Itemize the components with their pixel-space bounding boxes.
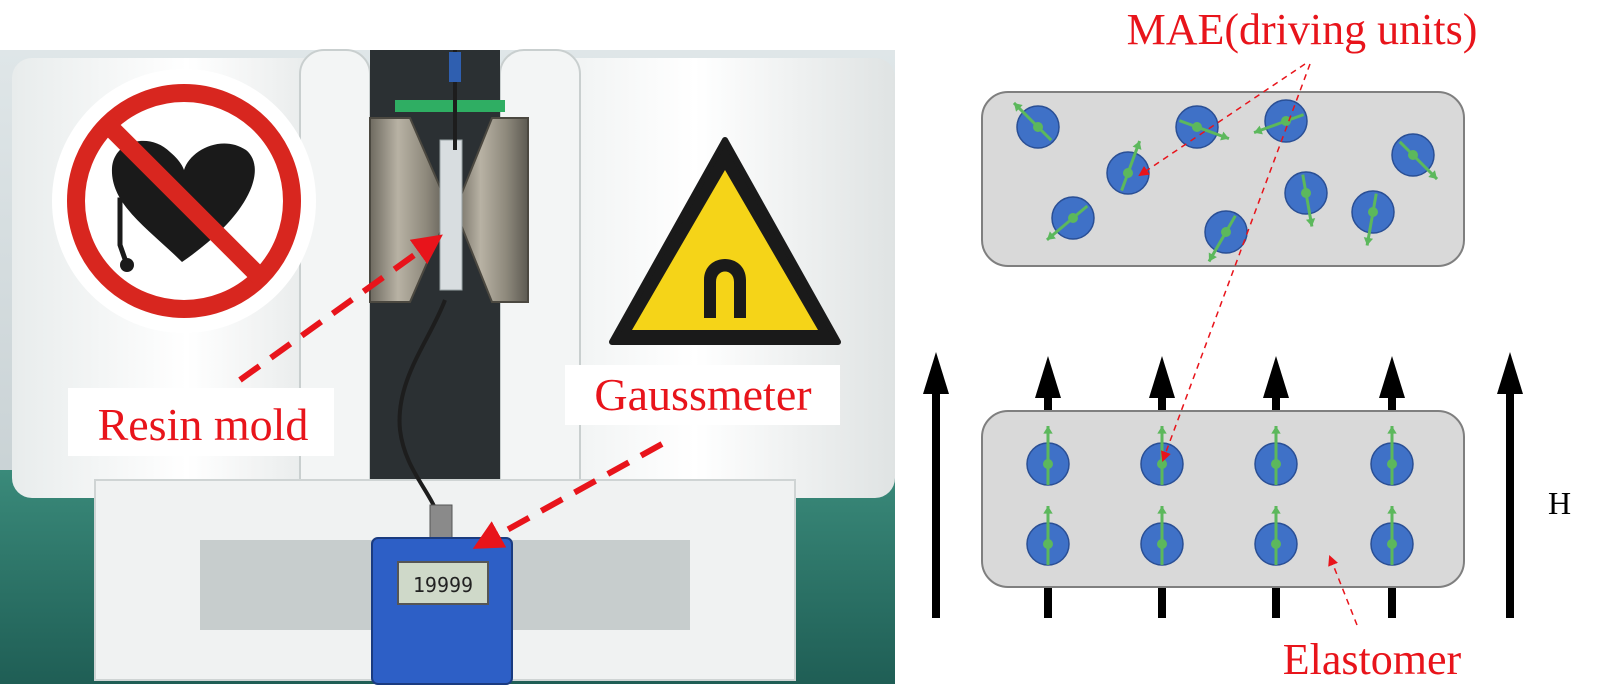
warning-triangle-inner <box>632 170 818 330</box>
magnet-icon <box>704 259 746 318</box>
mae-particle <box>1026 506 1070 566</box>
gaussmeter-label-bg <box>565 365 840 425</box>
photo-electromagnet: 19999 Resin mold Gaussmeter <box>0 49 895 685</box>
elastomer-aligned <box>981 410 1465 588</box>
mae-particle <box>1012 101 1060 149</box>
mae-particle <box>1254 506 1298 566</box>
mae-particle <box>1370 426 1414 486</box>
probe-cable <box>397 299 447 521</box>
pacemaker-wire-icon <box>117 197 148 263</box>
mae-pointer-line-1 <box>1138 63 1306 177</box>
elastomer-unaligned <box>981 91 1465 267</box>
pacemaker-node-icon <box>120 258 134 272</box>
gaussmeter-reading: 19999 <box>413 573 473 597</box>
gaussmeter-device: 19999 <box>371 504 513 685</box>
schematic: MAE(driving units) H Elastomer <box>923 5 1571 684</box>
mae-pointer-line-2 <box>1161 63 1311 462</box>
pole-piece-right <box>453 117 529 303</box>
gaussmeter-body <box>371 537 513 685</box>
resin-mold-sample <box>439 139 463 291</box>
elastomer-label: Elastomer <box>1283 635 1462 684</box>
mae-particle <box>1175 105 1230 149</box>
mae-particle <box>1254 426 1298 486</box>
gaussmeter-screen <box>397 561 489 605</box>
particles-unaligned <box>1012 99 1439 263</box>
mae-particle <box>1140 506 1184 566</box>
field-label-h: H <box>1548 485 1571 521</box>
mae-label: MAE(driving units) <box>1127 5 1478 54</box>
field-arrow <box>1497 352 1523 618</box>
gaussmeter-pointer-arrow <box>472 441 664 549</box>
green-cable <box>395 100 505 112</box>
resin-mold-label: Resin mold <box>98 399 309 450</box>
particles-aligned <box>1026 426 1414 566</box>
mae-particle <box>1140 426 1184 486</box>
mae-particle <box>1026 426 1070 486</box>
mae-particle <box>1106 140 1150 195</box>
probe-connector <box>449 52 461 82</box>
prohibition-ring <box>67 84 301 318</box>
elastomer-pointer-line <box>1328 555 1358 626</box>
magnetic-field-warning-sign <box>609 137 841 345</box>
mae-particle <box>1351 190 1395 246</box>
prohibition-bar <box>101 118 267 284</box>
resin-mold-label-bg <box>68 388 334 456</box>
field-arrow <box>923 352 949 618</box>
no-pacemaker-sign <box>52 69 316 333</box>
mae-particle <box>1284 171 1328 227</box>
mae-particle <box>1391 133 1439 181</box>
mae-particle <box>1370 506 1414 566</box>
gaussmeter-label: Gaussmeter <box>594 369 811 420</box>
resin-mold-pointer-arrow <box>238 234 443 383</box>
mae-particle <box>1045 196 1095 242</box>
